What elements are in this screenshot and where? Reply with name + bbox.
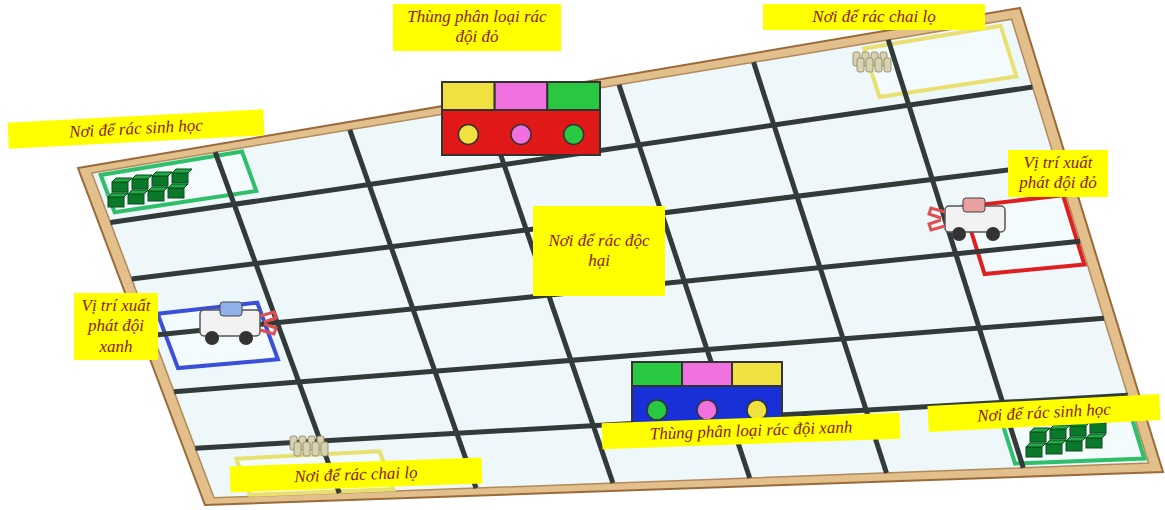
- green-block: [148, 187, 168, 191]
- green-block: [152, 176, 168, 186]
- bin-compartment: [495, 82, 548, 110]
- robot-wheel: [239, 331, 253, 345]
- green-block: [1046, 440, 1066, 444]
- green-block: [1030, 432, 1046, 442]
- green-block: [1026, 447, 1042, 457]
- bin-compartment: [632, 362, 682, 386]
- robot-wheel: [205, 331, 219, 345]
- robot-gripper: [260, 312, 276, 334]
- bottle: [866, 58, 873, 72]
- green-block: [1046, 444, 1062, 454]
- label-box: Thùng phân loại rác đội đỏ: [393, 4, 561, 51]
- grid-line: [174, 318, 1104, 392]
- bin-dot: [564, 125, 584, 145]
- bottles: [853, 52, 891, 72]
- green-block: [1086, 434, 1106, 438]
- bin-dot: [511, 125, 531, 145]
- green-block: [128, 194, 144, 204]
- wooden-frame: [78, 8, 1163, 505]
- green-block: [132, 175, 152, 179]
- sorting-bin: [442, 82, 600, 155]
- bottle: [294, 442, 301, 456]
- bin-compartment: [547, 82, 600, 110]
- label-text: Nơi để rác chai lọ: [236, 461, 477, 490]
- bin-dot: [458, 125, 478, 145]
- green-block: [108, 193, 128, 197]
- bin-dot: [647, 400, 667, 420]
- green-block: [108, 197, 124, 207]
- green-block: [152, 172, 172, 176]
- label-text: Thùng phân loại rác đội đỏ: [399, 7, 555, 48]
- label-box: Nơi để rác chai lọ: [763, 4, 985, 30]
- green-block: [1070, 426, 1086, 436]
- bottle: [312, 442, 319, 456]
- green-block: [1066, 441, 1082, 451]
- green-block: [112, 182, 128, 192]
- green-block: [132, 179, 148, 189]
- bottle: [884, 58, 891, 72]
- bin-compartment: [682, 362, 732, 386]
- green-block: [172, 169, 192, 173]
- bottle: [857, 58, 864, 72]
- robot-wheel: [952, 227, 966, 241]
- label-text: Nơi để rác chai lọ: [769, 7, 979, 27]
- green-block: [1090, 423, 1106, 433]
- green-block: [1086, 438, 1102, 448]
- label-box: Nơi để rác độc hại: [533, 206, 665, 296]
- robot-wheel: [986, 227, 1000, 241]
- green-block: [112, 178, 132, 182]
- label-box: Vị trí xuất phát đội xanh: [74, 293, 158, 360]
- robot: [929, 198, 1005, 241]
- bin-compartment: [442, 82, 495, 110]
- robot: [200, 302, 276, 345]
- red-start-zone: [963, 195, 1084, 274]
- green-block: [168, 188, 184, 198]
- label-box: Vị trí xuất phát đội đỏ: [1008, 150, 1108, 197]
- green-blocks: [108, 169, 192, 207]
- robot-gripper: [929, 208, 945, 230]
- label-text: Vị trí xuất phát đội xanh: [80, 296, 152, 357]
- bin-compartment: [732, 362, 782, 386]
- green-block: [1066, 437, 1086, 441]
- green-block: [128, 190, 148, 194]
- green-block: [1050, 429, 1066, 439]
- green-block: [1026, 443, 1046, 447]
- green-block: [172, 173, 188, 183]
- green-block: [148, 191, 164, 201]
- robot-top: [220, 302, 242, 316]
- label-text: Vị trí xuất phát đội đỏ: [1014, 153, 1102, 194]
- bottles: [290, 436, 328, 456]
- label-text: Nơi để rác độc hại: [539, 231, 659, 272]
- green-block: [1030, 428, 1050, 432]
- bottle: [321, 442, 328, 456]
- bottle: [303, 442, 310, 456]
- bottle-zone: [864, 26, 1016, 97]
- label-text: Nơi để rác sinh học: [14, 113, 259, 146]
- bin-front: [442, 110, 600, 155]
- robot-top: [963, 198, 985, 212]
- bottle: [875, 58, 882, 72]
- bin-dot: [697, 400, 717, 420]
- green-block: [168, 184, 188, 188]
